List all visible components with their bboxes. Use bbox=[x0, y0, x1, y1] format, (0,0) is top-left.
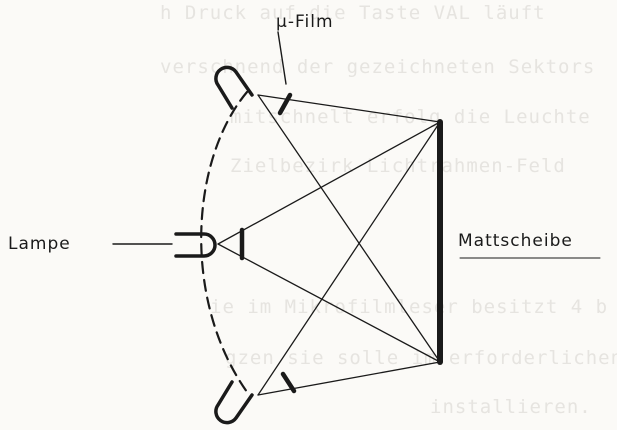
ray bbox=[257, 361, 441, 396]
screen-label: Mattscheibe bbox=[458, 231, 573, 251]
ray bbox=[257, 121, 441, 396]
light-rays bbox=[217, 94, 441, 396]
film-mark-top bbox=[277, 92, 293, 116]
film-label: μ-Film bbox=[276, 12, 334, 32]
lamp-top-icon bbox=[214, 65, 254, 110]
ray bbox=[217, 243, 441, 363]
film-leader-line bbox=[277, 31, 287, 85]
ray bbox=[217, 121, 441, 245]
lamp-middle-icon bbox=[174, 232, 217, 258]
film-mark-bottom bbox=[280, 371, 297, 394]
lamp-bottom-icon bbox=[214, 380, 254, 425]
ray bbox=[257, 94, 441, 363]
lamp-label: Lampe bbox=[8, 234, 71, 254]
